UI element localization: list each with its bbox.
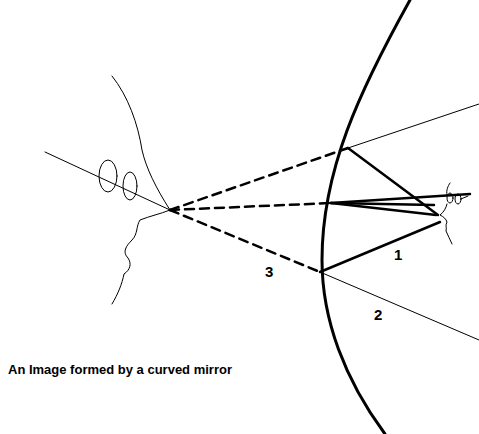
virtual-ray [170,148,348,210]
callout-number: 1 [392,246,404,263]
callout-number: 3 [263,263,275,280]
glasses-lens [123,172,137,200]
image-face [440,183,468,244]
ray [320,222,440,272]
callout-number: 2 [372,306,384,323]
caption: An Image formed by a curved mirror [8,362,232,378]
normal-line [320,272,479,340]
glasses-lens [99,160,117,192]
curved-mirror [322,0,410,434]
ray [331,203,434,205]
virtual-ray [170,210,320,272]
ray [331,194,470,203]
ray [348,104,479,148]
sight-line [45,152,170,210]
virtual-ray [170,203,331,210]
viewer-face [112,76,170,304]
ray [331,203,436,215]
